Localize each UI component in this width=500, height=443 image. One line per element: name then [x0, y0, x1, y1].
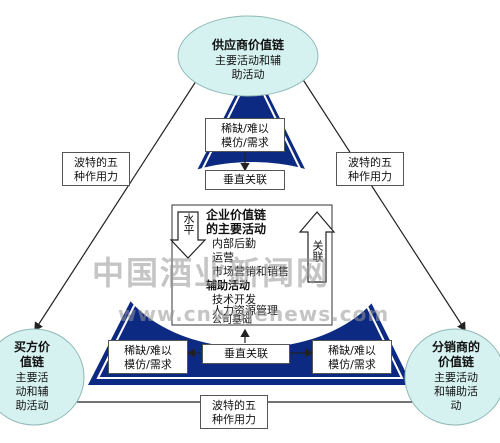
- supplier-node-circle: [177, 15, 319, 97]
- vertical-link-box-top: 垂直关联: [205, 170, 285, 190]
- watermark-cn: 中国酒业新闻网: [92, 254, 331, 292]
- scarcity-top-line-2: 模仿/需求: [221, 136, 269, 149]
- horizontal-arrow-label: 水平: [182, 213, 195, 235]
- distributor-line-3: 动: [450, 399, 462, 412]
- distributor-line-2: 和辅助活: [434, 385, 478, 398]
- arrow-supplier-buyer: [34, 66, 208, 332]
- buyer-line-3: 助活动: [15, 399, 49, 412]
- core-item-2: 运营: [212, 251, 234, 264]
- scarcity-box-top: 稀缺/难以 模仿/需求: [205, 118, 285, 152]
- supplier-line-1: 主要活动和辅: [215, 54, 281, 67]
- core-support-item-2: 人力资源管理: [212, 304, 278, 317]
- scarcity-bl-line-1: 稀缺/难以: [124, 344, 172, 357]
- watermark-url: www.cnwinenews.com: [118, 302, 390, 326]
- core-title-1: 企业价值链: [206, 208, 267, 222]
- porter-right-line-1: 波特的五: [348, 156, 392, 169]
- scarcity-br-line-1: 稀缺/难以: [328, 344, 376, 357]
- porter-box-left: 波特的五 种作用力: [62, 152, 130, 186]
- scarcity-top-line-1: 稀缺/难以: [221, 122, 269, 135]
- vertical-link-box-bottom: 垂直关联: [202, 344, 290, 364]
- porter-right-line-2: 种作用力: [348, 170, 392, 183]
- buyer-line-1: 主要活: [15, 371, 49, 384]
- scarcity-box-bottom-right: 稀缺/难以 模仿/需求: [312, 340, 392, 374]
- distributor-title-2: 价值链: [437, 355, 474, 369]
- buyer-title-1: 买方价: [13, 340, 50, 354]
- core-support-item-3: 公司基础: [212, 315, 252, 326]
- scarcity-box-bottom-left: 稀缺/难以 模仿/需求: [108, 340, 188, 374]
- porter-bottom-line-2: 种作用力: [212, 413, 256, 426]
- buyer-line-2: 动和辅: [15, 385, 49, 398]
- porter-box-bottom: 波特的五 种作用力: [200, 395, 268, 429]
- core-support-title: 辅助活动: [206, 279, 250, 292]
- core-title-2: 的主要活动: [206, 222, 267, 236]
- porter-left-line-1: 波特的五: [74, 156, 118, 169]
- buyer-node-circle: [0, 328, 85, 426]
- porter-left-line-2: 种作用力: [74, 170, 118, 183]
- porter-bottom-line-1: 波特的五: [212, 399, 256, 412]
- scarcity-br-line-2: 模仿/需求: [328, 358, 376, 371]
- core-item-3: 市场营销和销售: [212, 265, 289, 278]
- scarcity-bl-line-2: 模仿/需求: [124, 358, 172, 371]
- link-arrow-shape: [298, 211, 336, 283]
- distributor-node-circle: [404, 328, 500, 426]
- distributor-line-1: 主要活动: [434, 371, 478, 384]
- buyer-title-2: 值链: [19, 355, 44, 369]
- distributor-title-1: 分销商的: [431, 340, 480, 354]
- horizontal-arrow-shape: [169, 211, 207, 259]
- core-support-item-1: 技术开发: [212, 293, 256, 306]
- supplier-title: 供应商价值链: [211, 38, 284, 52]
- core-item-1: 内部后勤: [212, 237, 256, 250]
- arrow-supplier-distributor: [292, 66, 466, 332]
- porter-box-right: 波特的五 种作用力: [336, 152, 404, 186]
- link-arrow-label: 关联: [311, 240, 324, 262]
- supplier-line-2: 助活动: [231, 68, 265, 81]
